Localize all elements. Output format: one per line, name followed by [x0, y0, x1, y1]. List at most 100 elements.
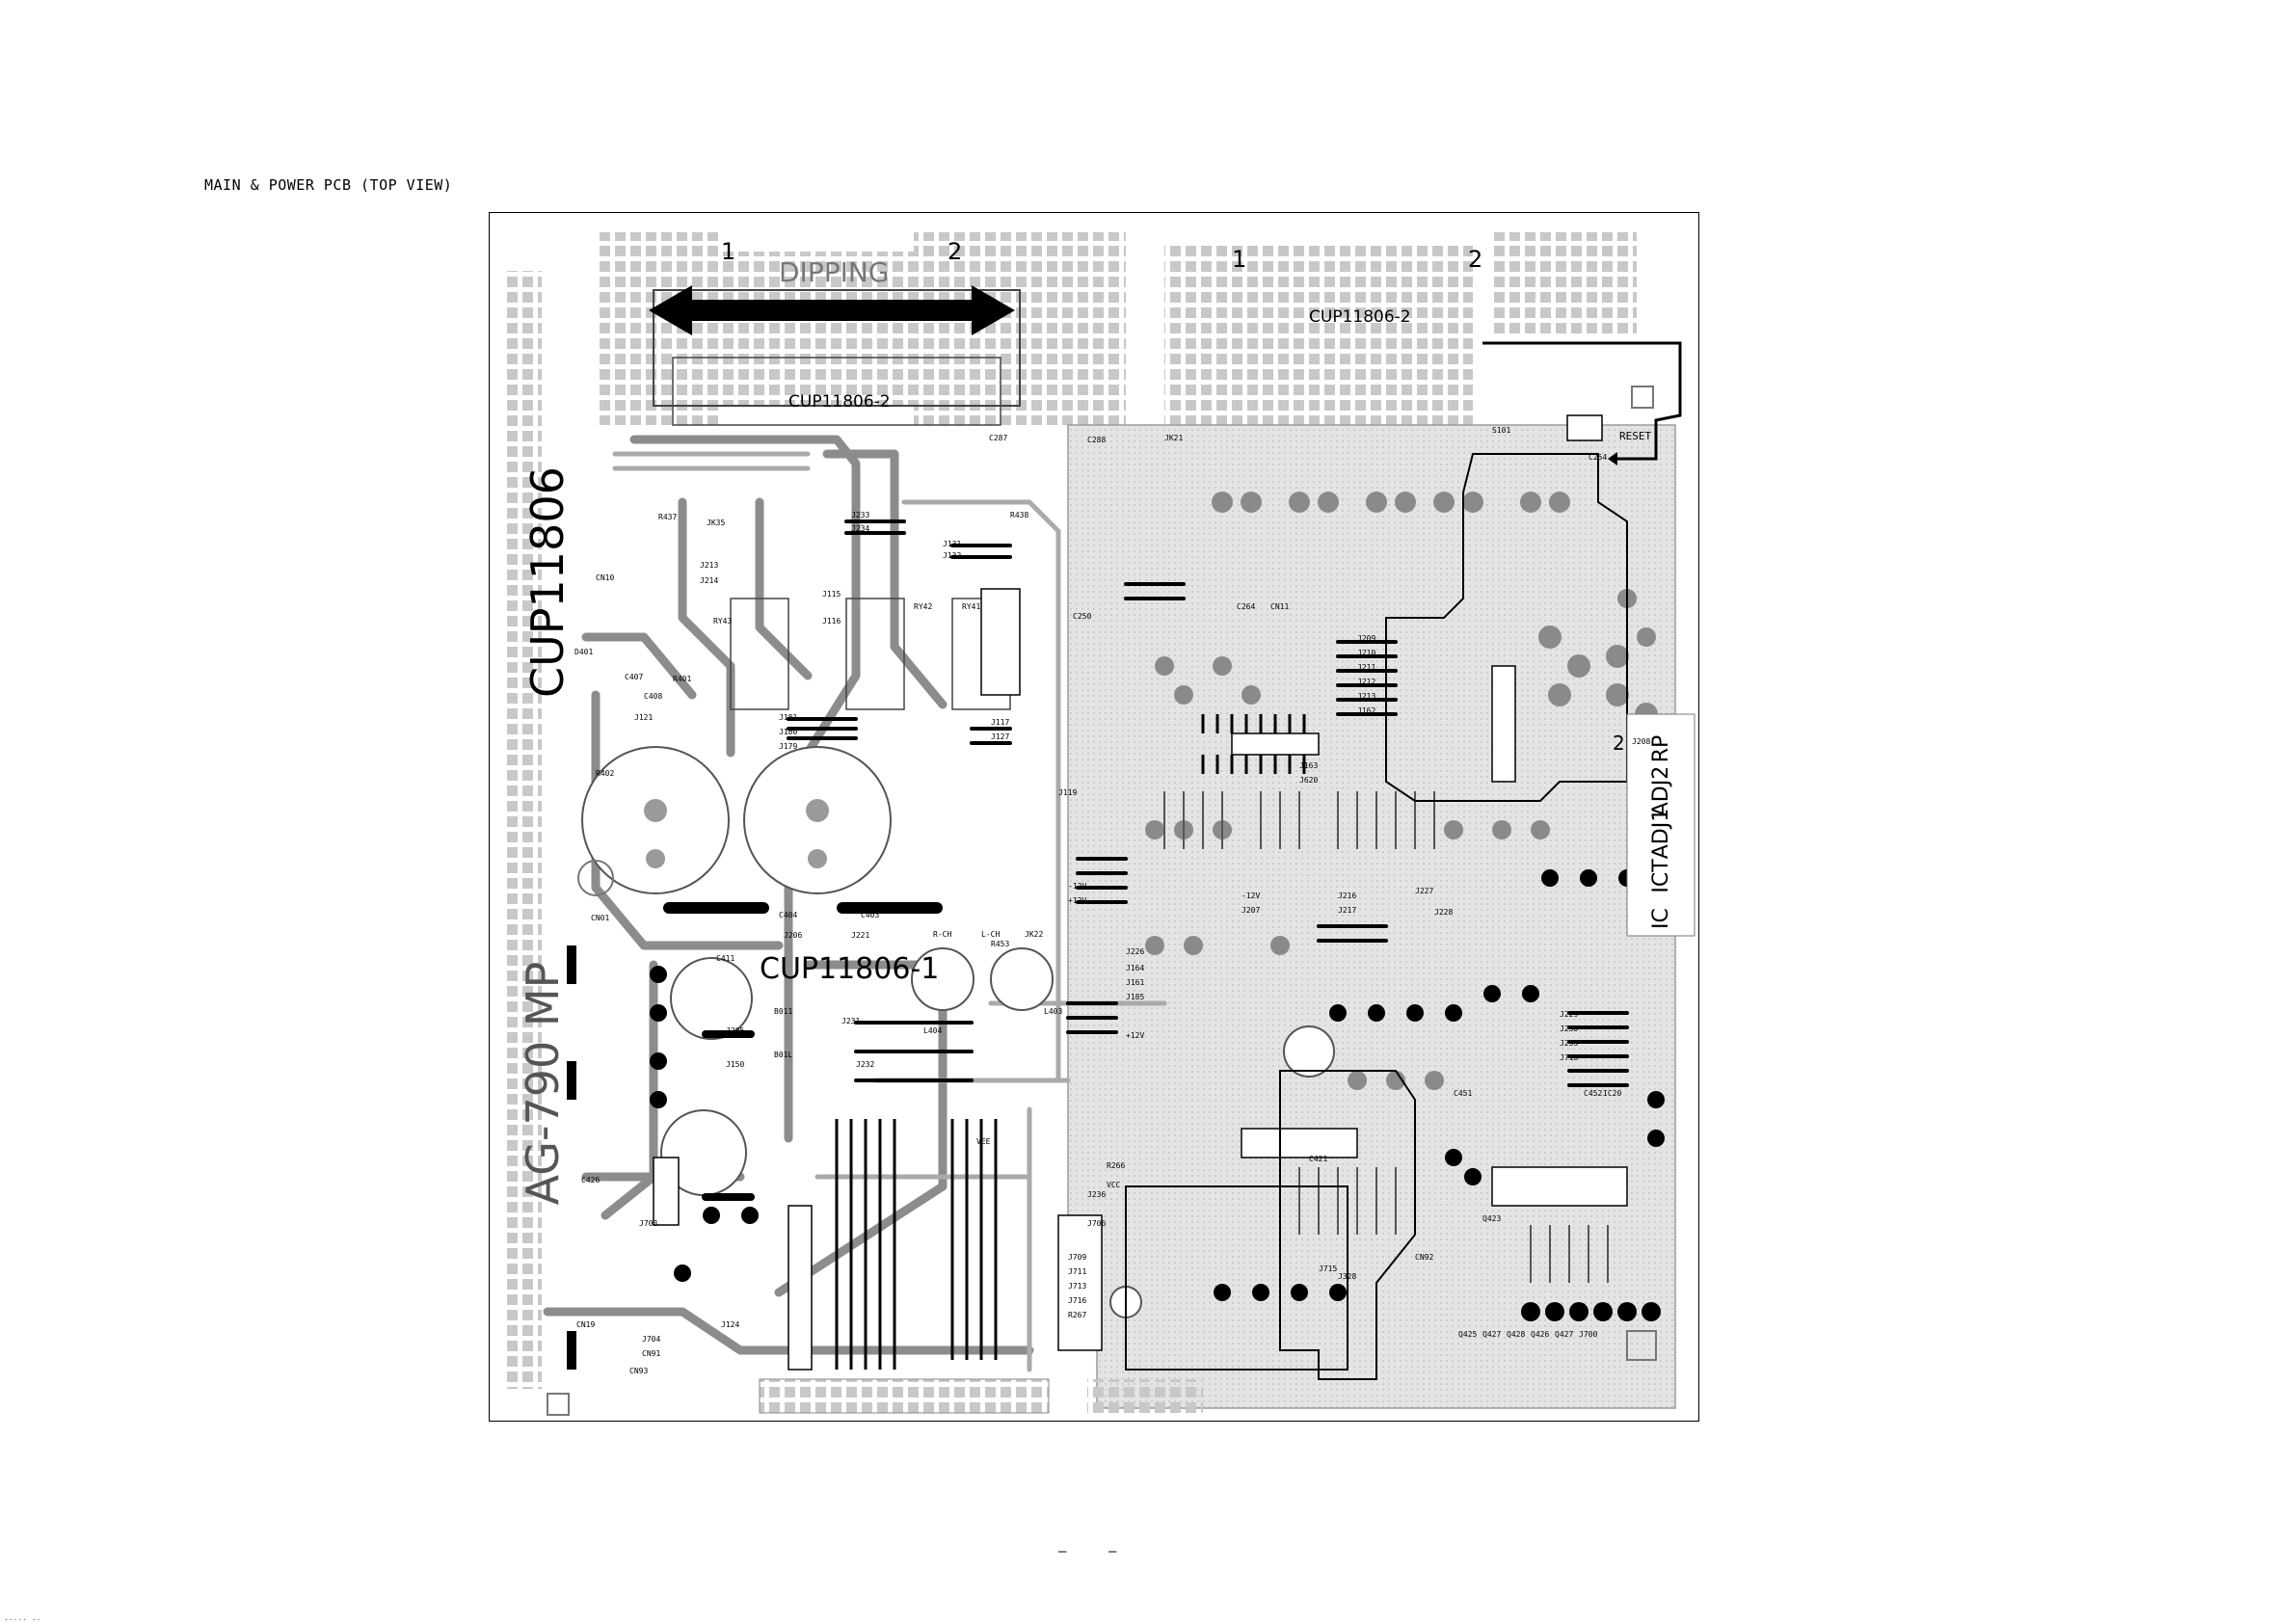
component-ref-label: J703	[639, 1219, 658, 1228]
component-ref-label: J221	[851, 931, 870, 940]
component-ref-label: J206	[784, 931, 803, 940]
reset-switch	[1566, 414, 1603, 441]
component-ref-label: J231	[841, 1017, 861, 1025]
component-ref-label: C408	[644, 692, 663, 701]
component-ref-label: J620	[1299, 776, 1319, 785]
dipping-position-1: 1	[721, 238, 736, 265]
component-ref-label: RY43	[713, 617, 733, 626]
component-ref-label: L404	[923, 1026, 943, 1035]
board-model-label: AG-790 MP	[517, 961, 569, 1206]
component-ref-label: J230	[1560, 1025, 1579, 1033]
component-pads	[1145, 492, 1658, 1090]
ic-packages	[653, 588, 1628, 1371]
component-ref-label: J227	[1415, 887, 1434, 895]
component-ref-label: J179	[779, 742, 798, 751]
component-ref-label: L403	[1044, 1007, 1063, 1016]
component-ref-label: CN91	[642, 1349, 661, 1358]
component-ref-label: J180	[779, 728, 798, 736]
component-ref-label: R266	[1107, 1161, 1126, 1170]
component-ref-label: C288	[1087, 436, 1107, 444]
component-ref-label: J162	[1357, 706, 1376, 715]
component-ref-label: J711	[1068, 1267, 1087, 1276]
component-ref-label: RY42	[914, 602, 933, 611]
right-position-1: 1	[1232, 246, 1247, 273]
component-ref-label: Q428	[1507, 1330, 1526, 1339]
component-ref-label: J121	[634, 713, 654, 722]
component-ref-label: C254	[1589, 453, 1608, 462]
component-ref-label: +12V	[1126, 1031, 1145, 1040]
component-ref-label: J208	[1632, 737, 1651, 746]
adjust-label: IC	[1649, 908, 1673, 929]
mounting-holes	[547, 386, 1657, 1416]
component-ref-label: J124	[721, 1320, 740, 1329]
pcb-board: DIPPING 1 2 1 2 CUP11806-2 CUP11806-2 CU…	[489, 212, 1699, 1422]
sub-label-top-left: CUP11806-2	[788, 392, 891, 412]
sub-label-top-right: CUP11806-2	[1309, 307, 1411, 327]
component-ref-label: J226	[1126, 947, 1145, 956]
component-ref-label: C403	[861, 911, 880, 919]
component-ref-label: J205	[726, 1026, 745, 1035]
component-ref-label: C452	[1584, 1089, 1603, 1098]
component-ref-label: C407	[625, 673, 644, 681]
dipping-arrow	[649, 285, 1015, 335]
component-ref-label: JK35	[707, 519, 726, 527]
component-ref-label: Q423	[1482, 1214, 1502, 1223]
component-ref-label: R453	[991, 940, 1010, 948]
component-ref-label: J236	[1087, 1190, 1107, 1199]
component-ref-label: J716	[1068, 1296, 1087, 1305]
component-ref-label: J127	[991, 732, 1010, 741]
component-ref-label: C451	[1454, 1089, 1473, 1098]
component-ref-label: J233	[851, 511, 870, 519]
component-ref-label: RY41	[962, 602, 981, 611]
component-ref-label: CN19	[576, 1320, 596, 1329]
relays	[730, 598, 1011, 710]
component-ref-label: J234	[851, 524, 870, 533]
adjust-panel	[1626, 713, 1695, 937]
component-ref-label: R-CH	[933, 930, 952, 939]
sub-label-center: CUP11806-1	[760, 952, 940, 986]
component-ref-label: B011	[774, 1007, 793, 1016]
component-ref-label: J328	[1338, 1272, 1357, 1281]
component-ref-label: J700	[1579, 1330, 1598, 1339]
component-ref-label: J181	[779, 713, 798, 722]
component-ref-label: R402	[596, 769, 615, 778]
component-ref-label: Q427	[1482, 1330, 1502, 1339]
component-ref-label: J214	[700, 576, 719, 585]
component-ref-label: J132	[943, 551, 962, 560]
component-ref-label: L-CH	[981, 930, 1001, 939]
pcb-artwork	[503, 232, 1695, 1416]
component-ref-label: J213	[700, 561, 719, 570]
component-ref-label: C287	[989, 434, 1008, 442]
dipping-label: DIPPING	[779, 256, 890, 288]
component-ref-label: IC20	[1603, 1089, 1622, 1098]
component-ref-label: D401	[574, 648, 594, 656]
top-pad-field-5	[717, 252, 920, 406]
component-ref-label: J185	[1126, 993, 1145, 1001]
bottom-connector	[759, 1378, 1050, 1414]
footer-right-mark: –	[1108, 1544, 1117, 1559]
ic-pins	[1201, 714, 1306, 774]
component-ref-label: J211	[1357, 663, 1376, 672]
component-ref-label: J232	[856, 1060, 875, 1069]
component-ref-label: J210	[1357, 649, 1376, 657]
corner-note: ····· ··	[4, 1615, 41, 1624]
component-ref-label: J119	[1058, 788, 1078, 797]
top-pad-field-4	[1492, 232, 1637, 338]
top-pad-field-1	[596, 232, 721, 425]
component-ref-label: C426	[581, 1176, 601, 1185]
component-ref-label: C421	[1309, 1155, 1328, 1163]
component-ref-label: C411	[716, 954, 735, 963]
component-ref-label: J164	[1126, 964, 1145, 972]
component-ref-label: J207	[1241, 906, 1261, 915]
vertical-jumpers	[835, 1119, 998, 1370]
component-ref-label: R401	[673, 675, 692, 683]
page-title: MAIN & POWER PCB (TOP VIEW)	[204, 176, 453, 194]
component-ref-label: J713	[1068, 1282, 1087, 1291]
component-ref-label: J212	[1357, 678, 1376, 686]
component-ref-label: C404	[779, 911, 798, 919]
component-ref-label: J116	[822, 617, 841, 626]
component-ref-label: J709	[1068, 1253, 1087, 1262]
component-ref-label: J131	[943, 540, 962, 548]
component-ref-label: C264	[1237, 602, 1256, 611]
right-position-2: 2	[1468, 246, 1483, 273]
